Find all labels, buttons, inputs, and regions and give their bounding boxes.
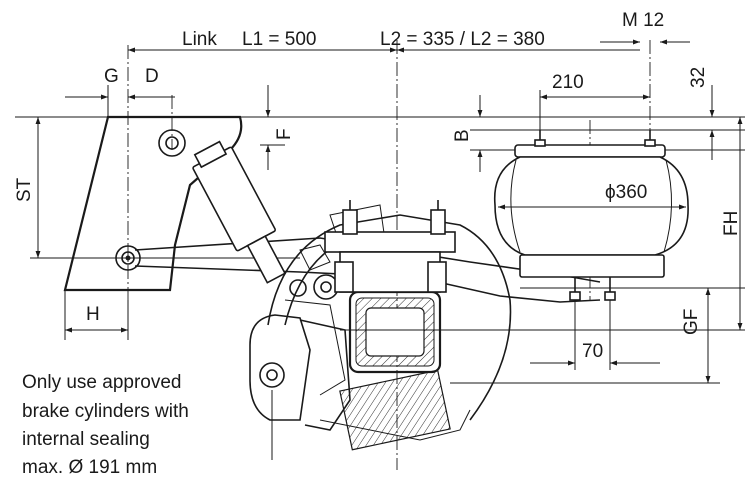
brake-cylinder-note: Only use approved brake cylinders with i…: [22, 372, 189, 478]
air-spring-bellow: [493, 130, 689, 301]
gf-label: GF: [681, 309, 702, 335]
dim-32-label: 32: [688, 67, 709, 88]
shock-absorber: [158, 129, 339, 300]
note-line-4: max. Ø 191 mm: [22, 457, 157, 478]
link-label: Link: [182, 29, 217, 50]
note-line-1: Only use approved: [22, 372, 182, 393]
dimension-labels: Link L1 = 500 L2 = 335 / L2 = 380 M 12 G…: [14, 10, 742, 362]
axle-section: [340, 290, 460, 374]
note-line-3: internal sealing: [22, 429, 150, 450]
l1-label: L1 = 500: [242, 29, 317, 50]
axle-clamp: [324, 200, 456, 293]
fh-label: FH: [721, 211, 742, 236]
g-label: G: [104, 66, 119, 87]
m12-label: M 12: [622, 10, 664, 31]
l2-label: L2 = 335 / L2 = 380: [380, 29, 545, 50]
d-label: D: [145, 66, 159, 87]
note-line-2: brake cylinders with: [22, 401, 189, 422]
f-label: F: [274, 128, 295, 140]
dim-210-label: 210: [552, 72, 584, 93]
b-label: B: [452, 129, 473, 142]
st-label: ST: [14, 177, 35, 202]
phi360-label: ϕ360: [605, 182, 647, 203]
dim-70-label: 70: [582, 341, 603, 362]
dimension-lines: [35, 39, 743, 383]
brake-cylinder: [249, 299, 471, 460]
h-label: H: [86, 304, 100, 325]
